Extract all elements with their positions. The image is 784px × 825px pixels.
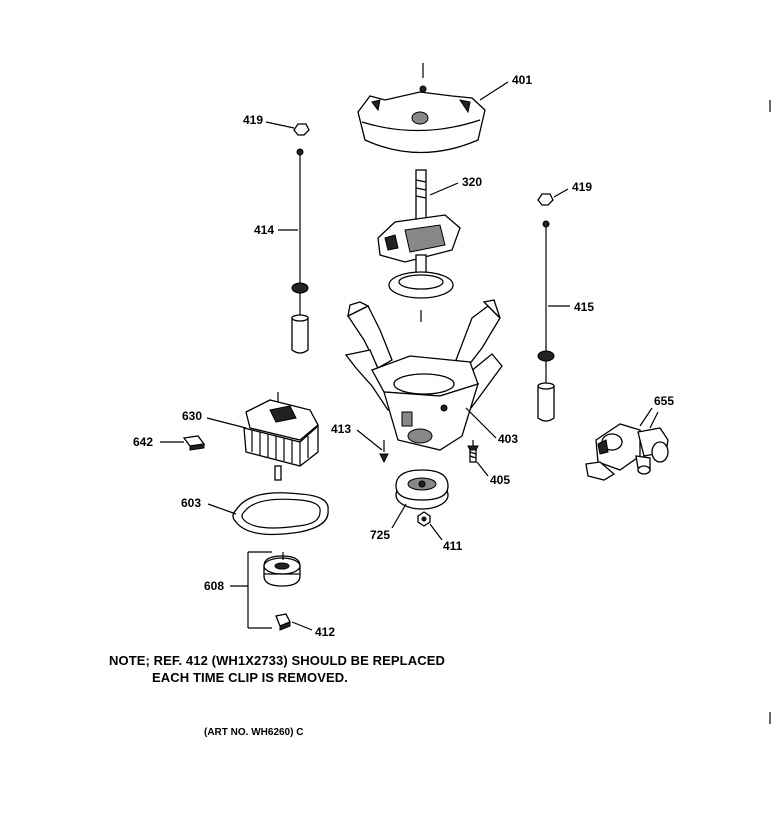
callout-419-left: 419 (243, 113, 263, 127)
callout-labels: 401 419 320 419 414 415 655 630 642 413 … (133, 73, 674, 639)
part-414-suspension-rod-left (291, 148, 309, 354)
callout-411: 411 (443, 539, 463, 553)
callout-603: 603 (181, 496, 201, 510)
part-412-clip (275, 613, 291, 631)
part-642-connector (182, 435, 206, 451)
part-725-drive-pulley (395, 469, 449, 510)
callout-403: 403 (498, 432, 518, 446)
part-320-transmission (377, 169, 461, 322)
part-413-screw (379, 440, 389, 464)
leader-lines (160, 81, 653, 631)
callout-655: 655 (654, 394, 674, 408)
callout-725: 725 (370, 528, 390, 542)
callout-414: 414 (254, 223, 274, 237)
callout-642: 642 (133, 435, 153, 449)
callout-405: 405 (490, 473, 510, 487)
callout-401: 401 (512, 73, 532, 87)
note-line-2: EACH TIME CLIP IS REMOVED. (152, 670, 348, 685)
callout-320: 320 (462, 175, 482, 189)
part-405-bolt (467, 440, 479, 463)
part-419-left-cap (293, 123, 310, 136)
part-603-drive-belt (232, 492, 329, 536)
art-number: (ART NO. WH6260) C (204, 727, 304, 738)
part-608-motor-pulley (263, 552, 301, 587)
callout-412: 412 (315, 625, 335, 639)
part-403-support-frame (344, 299, 503, 451)
part-415-suspension-rod-right (537, 220, 555, 422)
part-419-right-cap (537, 193, 554, 206)
callout-419-right: 419 (572, 180, 592, 194)
part-411-nut (417, 511, 431, 527)
part-630-motor (243, 392, 319, 481)
callout-413: 413 (331, 422, 351, 436)
note-line-1: NOTE; REF. 412 (WH1X2733) SHOULD BE REPL… (109, 653, 445, 668)
callout-630: 630 (182, 409, 202, 423)
part-401-splash-shield (357, 63, 486, 154)
callout-415: 415 (574, 300, 594, 314)
callout-608: 608 (204, 579, 224, 593)
part-655-pump (585, 411, 669, 481)
